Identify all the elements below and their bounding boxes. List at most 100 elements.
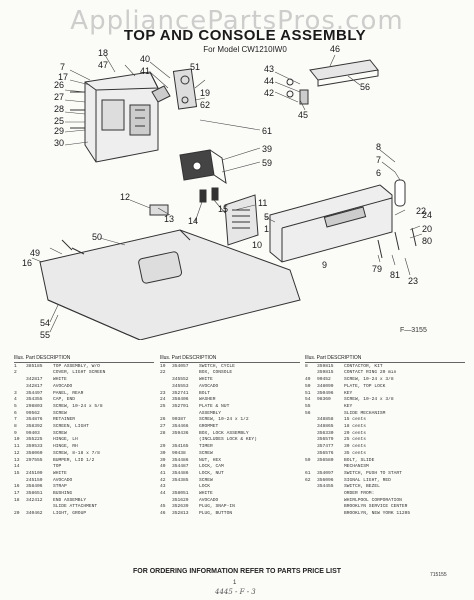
parts-list-row: BROOKLYN SERVICE CENTER — [305, 504, 465, 511]
part-description: BOX, LOCK ASSEMBLY — [199, 430, 249, 436]
part-description: SIGNAL LIGHT, RED — [344, 477, 391, 483]
part-description: SLIDE ATTACHMENT — [53, 504, 98, 510]
callout: 30 — [54, 138, 64, 148]
slide-mechanism-drawing — [286, 59, 379, 105]
callout: 13 — [164, 214, 174, 224]
parts-list-row: ORDER FROM: — [305, 491, 465, 498]
callout: 14 — [188, 216, 198, 226]
callout: 16 — [22, 258, 32, 268]
part-number: 342817 — [26, 377, 43, 383]
part-number: 354876 — [26, 417, 43, 423]
illustration-number: 24 — [160, 397, 166, 403]
illustration-number: 55 — [305, 403, 311, 409]
part-number: 99562 — [26, 410, 40, 416]
callout: 46 — [330, 44, 340, 54]
part-description: HINGE, LH — [53, 437, 78, 443]
parts-list-row: 356576 35 cents — [305, 451, 465, 458]
part-description: KEY — [344, 403, 353, 409]
part-number: 354097 — [317, 470, 334, 476]
part-description: SCREEN, LIGHT — [53, 424, 89, 430]
part-number: 358051 — [172, 491, 189, 497]
part-description: 35 cents — [344, 450, 367, 456]
illustration-number: 17 — [14, 491, 20, 497]
part-number: 354486 — [172, 470, 189, 476]
part-description: RETAINER — [53, 417, 76, 423]
part-description: BROOKLYN, NEW YORK 11205 — [344, 511, 411, 517]
part-description: SCREW, 10-24 x 5/8 — [53, 403, 103, 409]
parts-list-row: BROOKLYN, NEW YORK 11205 — [305, 511, 465, 518]
part-number: 354165 — [172, 444, 189, 450]
page-title: TOP AND CONSOLE ASSEMBLY — [123, 27, 367, 44]
illustration-number: 42 — [160, 477, 166, 483]
hinge-drawing — [149, 187, 259, 246]
part-number: 298803 — [26, 403, 43, 409]
part-number: 359815 — [317, 370, 334, 376]
part-number: 354455 — [317, 484, 334, 490]
callout: 23 — [408, 276, 418, 286]
part-number: 90387 — [172, 417, 186, 423]
part-description: END ASSEMBLY — [53, 497, 87, 503]
part-description: SCREW — [53, 430, 67, 436]
part-number: 297555 — [26, 457, 43, 463]
illustration-number: 50 — [305, 383, 311, 389]
part-number: 358060 — [26, 450, 43, 456]
part-description: GROMMET — [199, 424, 219, 430]
part-description: AVOCADO — [199, 383, 219, 389]
callout: 47 — [98, 60, 108, 70]
part-description: TOP — [53, 464, 62, 470]
callout: 7 — [60, 62, 65, 72]
callout: 22 — [416, 206, 426, 216]
document-number: 715155 — [430, 572, 447, 578]
part-number: 354497 — [26, 390, 43, 396]
console-panel-drawing — [269, 179, 417, 263]
part-description: (INCLUDES LOCK & KEY) — [199, 437, 257, 443]
parts-list-header: Illus. Part DESCRIPTION — [160, 355, 300, 363]
callout: 80 — [422, 236, 432, 246]
callout: 29 — [54, 126, 64, 136]
part-description: SWITCH, CYCLE — [199, 363, 235, 369]
part-number: 345552 — [172, 377, 189, 383]
part-number: 358406 — [26, 484, 43, 490]
part-number: 352639 — [172, 504, 189, 510]
callout: 10 — [252, 240, 262, 250]
callout: 79 — [372, 264, 382, 274]
callout: 11 — [258, 198, 267, 208]
part-description: ASSEMBLY — [199, 410, 222, 416]
part-number: 357477 — [317, 444, 334, 450]
illustration-number: 30 — [160, 450, 166, 456]
part-description: SCREW — [199, 450, 213, 456]
part-number: 356576 — [317, 450, 334, 456]
parts-list-row: (INCLUDES LOCK & KEY) — [160, 437, 300, 444]
part-number: 90452 — [317, 377, 331, 383]
part-description: WASHER — [199, 397, 216, 403]
illustration-number: 5 — [14, 403, 17, 409]
illustration-number: 54 — [305, 397, 311, 403]
callout: 17 — [58, 72, 68, 82]
callout: 6 — [376, 168, 381, 178]
callout: 56 — [360, 82, 370, 92]
part-number: 350496 — [317, 390, 334, 396]
part-description: MECHANISM — [344, 464, 369, 470]
console-box-drawing — [70, 71, 159, 163]
callout: 44 — [264, 76, 274, 86]
part-description: BOLT, SLIDE — [344, 457, 375, 463]
part-description: PANEL, REAR — [53, 390, 84, 396]
